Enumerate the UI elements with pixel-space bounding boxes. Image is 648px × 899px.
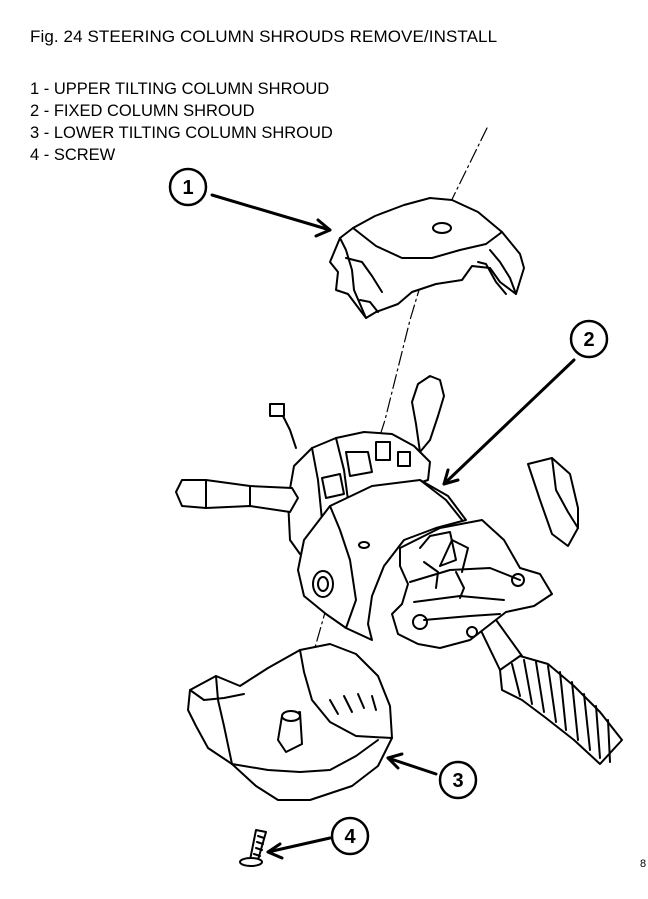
callout-2: 2 <box>569 319 609 359</box>
shroud-clip-edge <box>551 457 579 529</box>
legend-item-upper-shroud: 1 - UPPER TILTING COLUMN SHROUD <box>30 80 330 98</box>
callout-4: 4 <box>330 816 370 856</box>
screw <box>239 829 267 867</box>
leader-arrow-3-head <box>386 752 404 770</box>
callout-4-number: 4 <box>344 826 356 848</box>
leader-arrow-1 <box>210 193 332 232</box>
callout-3-number: 3 <box>452 770 463 792</box>
callout-1-number: 1 <box>182 177 193 199</box>
leader-arrow-2 <box>442 358 576 486</box>
leader-arrow-4-head <box>266 842 284 860</box>
leader-arrow-4 <box>266 836 332 854</box>
column-boot <box>471 605 623 765</box>
callout-1: 1 <box>168 167 208 207</box>
legend-item-fixed-shroud: 2 - FIXED COLUMN SHROUD <box>30 102 255 120</box>
leader-arrow-3 <box>386 756 438 776</box>
leader-arrow-1-head <box>314 218 332 238</box>
figure-reference-number: 8 <box>640 858 647 870</box>
figure-title: Fig. 24 STEERING COLUMN SHROUDS REMOVE/I… <box>30 27 498 46</box>
fixed-column-shroud <box>297 479 553 649</box>
legend-item-screw: 4 - SCREW <box>30 146 116 164</box>
leader-arrows <box>210 193 576 860</box>
leader-arrow-2-head <box>442 468 460 486</box>
lower-tilting-shroud <box>187 643 393 801</box>
legend-item-lower-shroud: 3 - LOWER TILTING COLUMN SHROUD <box>30 124 333 142</box>
upper-tilting-shroud <box>329 197 525 319</box>
callout-3: 3 <box>438 760 478 800</box>
parts-legend: 1 - UPPER TILTING COLUMN SHROUD 2 - FIXE… <box>30 78 333 166</box>
callout-2-number: 2 <box>583 329 594 351</box>
